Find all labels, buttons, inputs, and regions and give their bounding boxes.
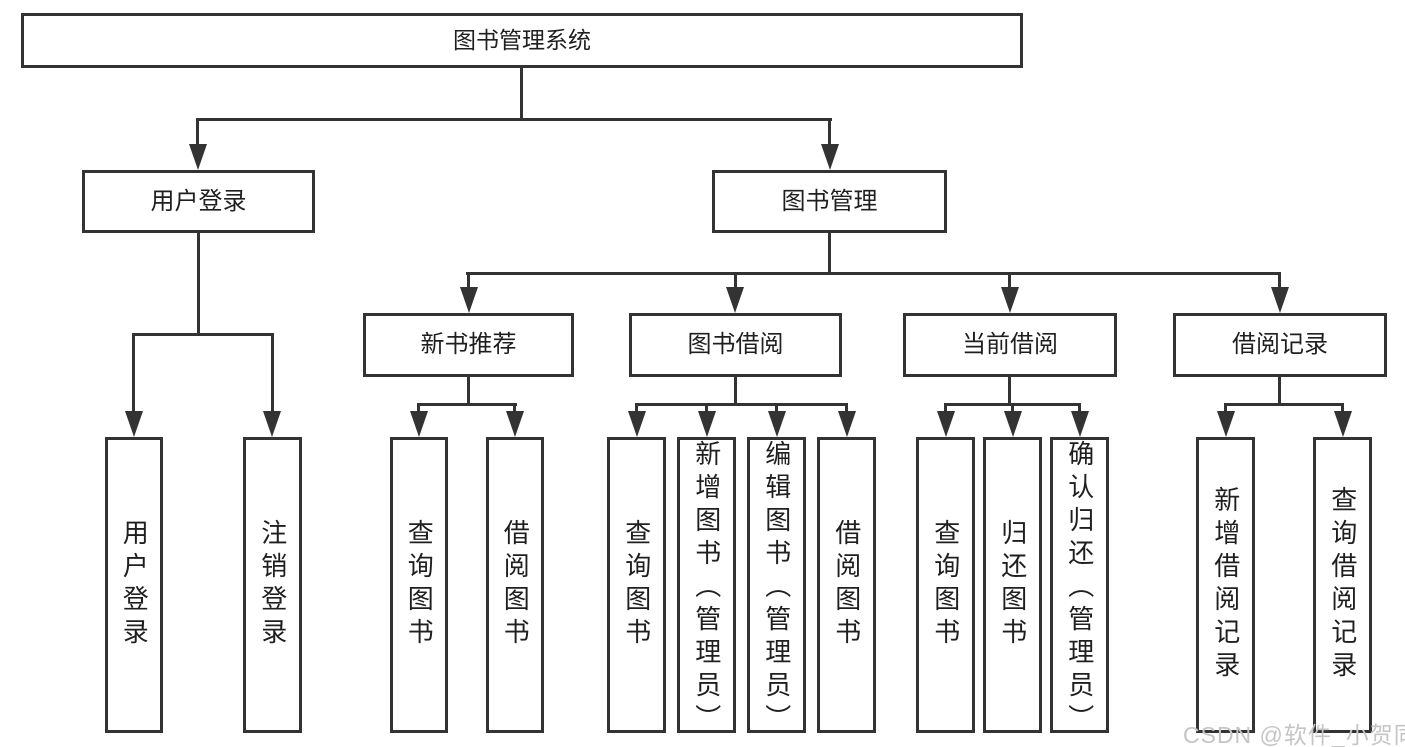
- connector-line: [828, 118, 831, 147]
- connector-line: [775, 403, 778, 413]
- connector-line: [513, 403, 516, 413]
- arrowhead-icon: [1271, 287, 1289, 313]
- connector-line: [196, 118, 199, 147]
- node-current-borrow: 当前借阅: [903, 313, 1117, 377]
- arrowhead-icon: [1004, 411, 1022, 437]
- connector-line: [520, 68, 523, 120]
- node-edit-books-admin: 编辑图书（管理员）: [747, 437, 806, 737]
- node-query-books-current: 查询图书: [916, 437, 975, 733]
- node-add-books-admin: 新增图书（管理员）: [677, 437, 736, 737]
- node-book-borrow: 图书借阅: [629, 313, 842, 377]
- arrowhead-icon: [189, 144, 207, 170]
- node-query-books-borrow: 查询图书: [607, 437, 666, 733]
- node-borrow-records: 借阅记录: [1173, 313, 1387, 377]
- node-user-login: 用户登录: [82, 170, 315, 233]
- connector-line: [467, 377, 470, 405]
- connector-line: [132, 333, 274, 336]
- arrowhead-icon: [1001, 287, 1019, 313]
- connector-line: [1008, 272, 1011, 289]
- connector-line: [466, 272, 1281, 275]
- node-new-book-recommend: 新书推荐: [363, 313, 574, 377]
- connector-line: [271, 333, 274, 413]
- node-add-borrow-record: 新增借阅记录: [1196, 437, 1255, 733]
- arrowhead-icon: [628, 411, 646, 437]
- arrowhead-icon: [263, 411, 281, 437]
- connector-line: [705, 403, 708, 413]
- connector-line: [1078, 403, 1081, 413]
- arrowhead-icon: [410, 411, 428, 437]
- connector-line: [734, 377, 737, 405]
- node-book-management: 图书管理: [712, 170, 947, 233]
- arrowhead-icon: [698, 411, 716, 437]
- arrowhead-icon: [768, 411, 786, 437]
- node-library-management-system: 图书管理系统: [21, 13, 1023, 68]
- node-confirm-return-admin: 确认归还（管理员）: [1050, 437, 1109, 737]
- node-query-books-recommend: 查询图书: [390, 437, 448, 733]
- node-return-books: 归还图书: [983, 437, 1042, 733]
- arrowhead-icon: [1217, 411, 1235, 437]
- connector-line: [1011, 403, 1014, 413]
- arrowhead-icon: [1071, 411, 1089, 437]
- arrowhead-icon: [125, 411, 143, 437]
- connector-line: [1008, 377, 1011, 405]
- connector-line: [635, 403, 848, 406]
- connector-line: [828, 233, 831, 274]
- connector-line: [417, 403, 420, 413]
- arrowhead-icon: [821, 144, 839, 170]
- connector-line: [1278, 272, 1281, 289]
- node-query-borrow-record: 查询借阅记录: [1313, 437, 1372, 733]
- arrowhead-icon: [726, 287, 744, 313]
- connector-line: [635, 403, 638, 413]
- arrowhead-icon: [506, 411, 524, 437]
- connector-line: [1224, 403, 1227, 413]
- connector-line: [845, 403, 848, 413]
- connector-line: [1278, 377, 1281, 405]
- connector-line: [1224, 403, 1344, 406]
- arrowhead-icon: [838, 411, 856, 437]
- arrowhead-icon: [460, 287, 478, 313]
- connector-line: [944, 403, 947, 413]
- node-borrow-books: 借阅图书: [817, 437, 876, 733]
- arrowhead-icon: [1334, 411, 1352, 437]
- connector-line: [734, 272, 737, 289]
- connector-line: [132, 333, 135, 413]
- node-borrow-books-recommend: 借阅图书: [486, 437, 544, 733]
- arrowhead-icon: [937, 411, 955, 437]
- connector-line: [1341, 403, 1344, 413]
- connector-line: [197, 233, 200, 335]
- connector-line: [467, 272, 470, 289]
- connector-line: [196, 118, 832, 121]
- csdn-watermark: CSDN @软件_小贺同学: [1183, 722, 1405, 747]
- node-logout-action: 注销登录: [243, 437, 302, 733]
- node-user-login-action: 用户登录: [105, 437, 163, 733]
- connector-line: [417, 403, 517, 406]
